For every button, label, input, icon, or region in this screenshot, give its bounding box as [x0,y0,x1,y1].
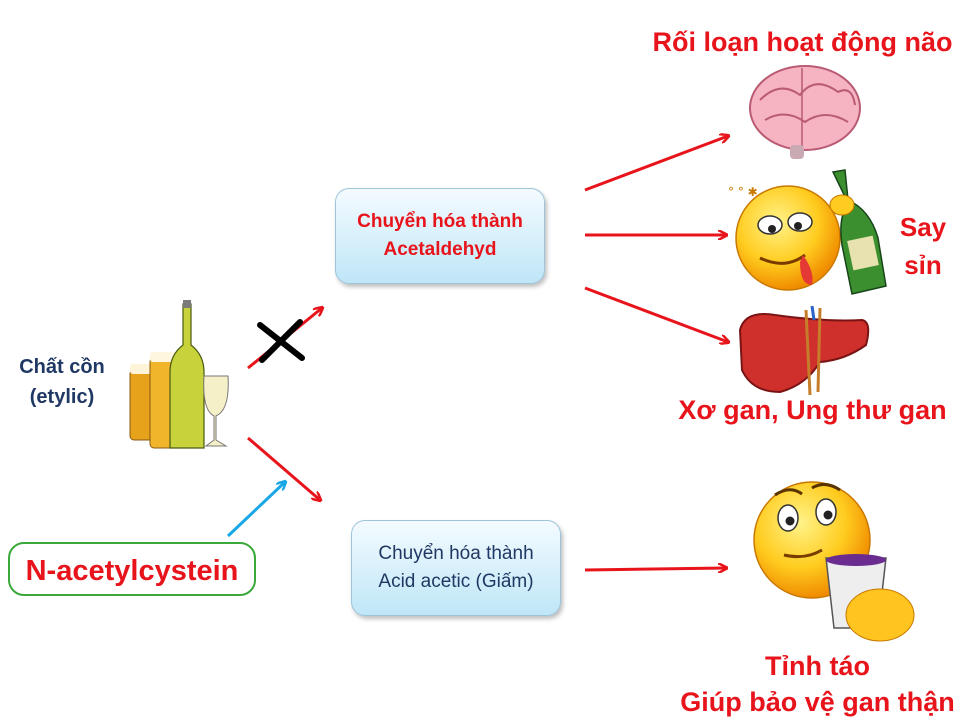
effect-sober-line2: Giúp bảo vệ gan thận [680,687,955,717]
arrow-to-brain-effect [584,136,728,192]
arrow-antidote-to-pathway [226,482,285,538]
effect-sober-line1: Tỉnh táo [765,651,870,681]
arrow-to-liver-effect [584,286,728,342]
drunk-face-icon: ° ° ✱ [728,169,887,295]
process-top-line2: Acetaldehyd [383,239,497,260]
source-label: Chất cồn (etylic) [6,352,118,412]
antidote-label: N-acetylcystein [8,542,256,596]
process-bottom-line1: Chuyển hóa thành [378,543,534,564]
svg-text:° ° ✱: ° ° ✱ [728,185,758,199]
process-acid-acetic-box: Chuyển hóa thành Acid acetic (Giấm) [351,520,561,616]
effect-sober-label: Tỉnh táo Giúp bảo vệ gan thận [660,648,975,720]
effect-drunk-line1: Say [899,212,947,242]
liver-icon [738,305,870,396]
arrow-source-to-acid-acetic [247,436,320,500]
arrow-to-sober-effect [584,568,726,570]
brain-icon [749,65,861,159]
alcohol-bottles-icon [129,300,229,449]
source-label-line2: (etylic) [29,386,95,408]
source-label-line1: Chất cồn [19,356,105,378]
process-acetaldehyd-box: Chuyển hóa thành Acetaldehyd [335,188,545,284]
effect-drunk-label: Say sỉn [888,208,958,284]
sober-face-with-cup-icon [753,481,915,642]
effect-brain-label: Rối loạn hoạt động não [652,27,953,57]
effect-liver-label: Xơ gan, Ung thư gan [678,395,947,425]
blocked-cross-icon [257,319,305,363]
effect-drunk-line2: sỉn [904,250,942,280]
process-top-line1: Chuyển hóa thành [357,211,523,232]
process-bottom-line2: Acid acetic (Giấm) [378,571,534,592]
